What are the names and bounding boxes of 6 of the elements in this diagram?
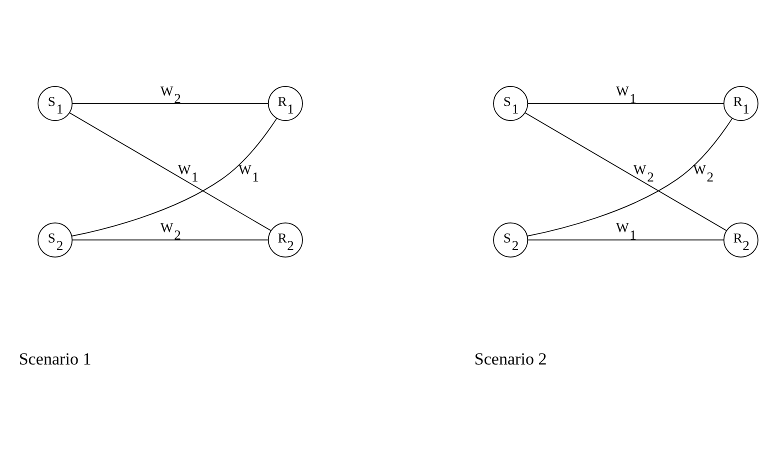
connector <box>527 102 724 104</box>
label: Scenario 1 <box>18 349 92 368</box>
connector <box>527 239 724 240</box>
label: Scenario 2 <box>474 349 547 368</box>
connector <box>72 239 269 240</box>
connector <box>72 102 269 104</box>
